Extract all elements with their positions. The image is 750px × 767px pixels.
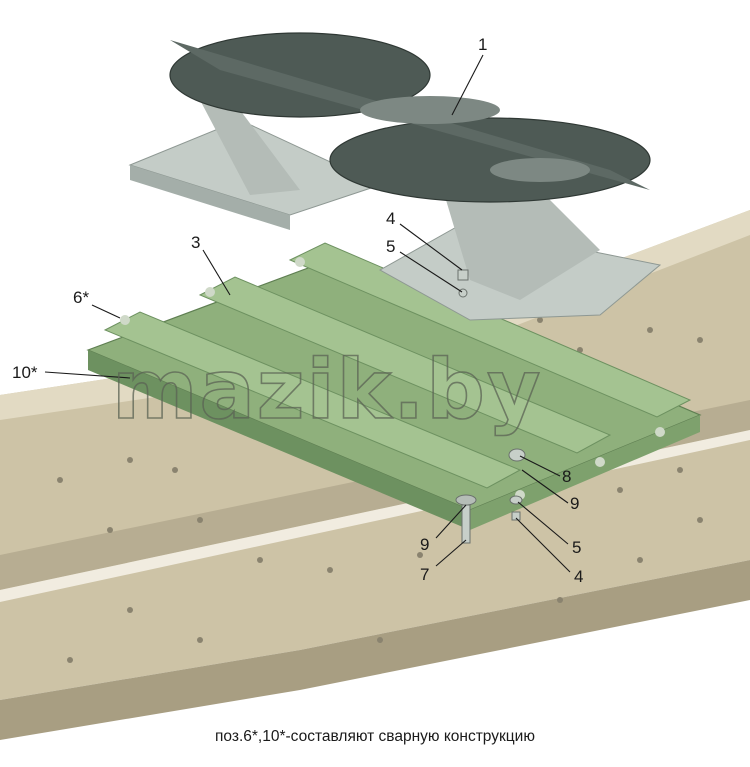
watermark: mazik.by [112,343,542,438]
callout-10: 10* [12,363,38,382]
callout-5-top: 5 [386,237,395,256]
callout-1: 1 [478,35,487,54]
diagram-caption: поз.6*,10*-составляют сварную конструкци… [215,728,535,745]
fifth-wheel-saddle [128,32,662,321]
callout-labels: 1 3 4 5 6* 10* 8 9 9 7 5 4 [12,35,583,586]
frame-rivets [57,297,703,663]
callout-5-bottom: 5 [572,538,581,557]
callout-8: 8 [562,467,571,486]
fastener-group [455,269,526,544]
mounting-plate [86,242,702,530]
leader-lines [44,54,571,573]
callout-3: 3 [191,233,200,252]
callout-9-left: 9 [420,535,429,554]
callout-4-top: 4 [386,209,395,228]
callout-7: 7 [420,565,429,584]
callout-9-right: 9 [570,494,579,513]
callout-4-bottom: 4 [574,567,583,586]
callout-6: 6* [73,288,89,307]
